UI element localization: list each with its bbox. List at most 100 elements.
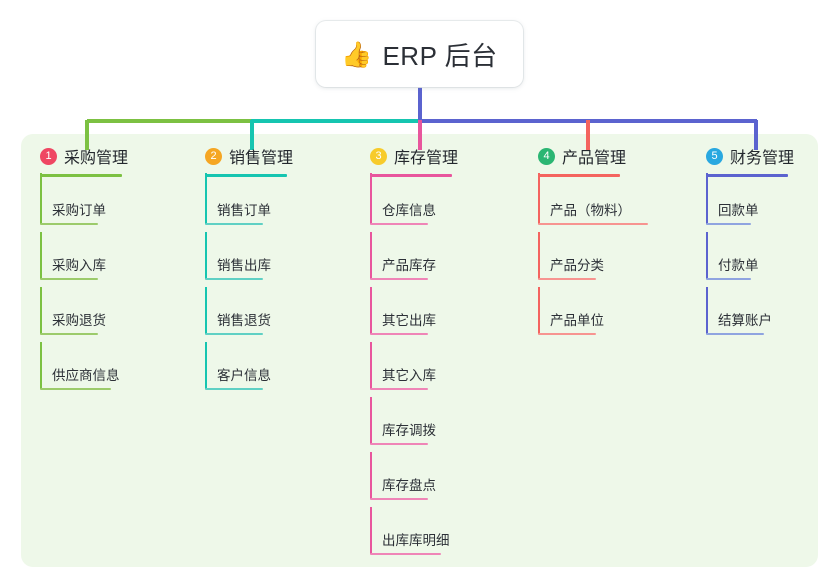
menu-item-label: 仓库信息 <box>382 203 436 218</box>
menu-item-rule <box>538 223 648 225</box>
menu-item-rule <box>706 278 751 280</box>
menu-item-rule <box>40 388 111 390</box>
column-badge-product: 4 <box>538 147 555 165</box>
item-stem <box>205 173 207 224</box>
menu-item-label: 结算账户 <box>718 313 772 328</box>
item-stem <box>706 232 708 279</box>
column-badge-purchase: 1 <box>40 147 57 165</box>
menu-item-rule <box>706 223 751 225</box>
menu-item[interactable]: 其它入库 <box>352 342 502 397</box>
item-stem <box>40 342 42 389</box>
column-product: 4 产品管理产品（物料） 产品分类产品单位 <box>520 144 670 342</box>
column-header-sales[interactable]: 2 销售管理 <box>187 144 337 168</box>
column-rule-finance <box>706 174 788 177</box>
menu-item-rule <box>205 223 263 225</box>
menu-item-rule <box>205 278 263 280</box>
column-header-purchase[interactable]: 1 采购管理 <box>22 144 172 168</box>
menu-item-label: 供应商信息 <box>52 368 120 383</box>
column-items-finance: 回款单付款单结算账户 <box>688 173 838 342</box>
menu-item[interactable]: 产品库存 <box>352 232 502 287</box>
content-panel <box>21 134 818 567</box>
menu-item[interactable]: 回款单 <box>688 173 838 232</box>
menu-item[interactable]: 采购入库 <box>22 232 172 287</box>
column-title-purchase: 采购管理 <box>64 150 129 167</box>
menu-item[interactable]: 付款单 <box>688 232 838 287</box>
menu-item-label: 销售出库 <box>217 258 271 273</box>
menu-item[interactable]: 销售订单 <box>187 173 337 232</box>
menu-item-label: 库存盘点 <box>382 478 436 493</box>
menu-item-label: 产品（物料） <box>550 203 631 218</box>
column-title-product: 产品管理 <box>562 150 627 167</box>
menu-item[interactable]: 其它出库 <box>352 287 502 342</box>
item-stem <box>538 173 540 224</box>
page-title: ERP 后台 <box>382 40 498 71</box>
menu-item[interactable]: 销售出库 <box>187 232 337 287</box>
menu-item[interactable]: 供应商信息 <box>22 342 172 397</box>
column-rule-purchase <box>40 174 122 177</box>
column-items-inventory: 仓库信息产品库存其它出库其它入库库存调拨库存盘点出库库明细 <box>352 173 502 562</box>
menu-item-rule <box>370 443 428 445</box>
item-stem <box>706 173 708 224</box>
column-sales: 2 销售管理销售订单销售出库销售退货客户信息 <box>187 144 337 397</box>
item-stem <box>370 342 372 389</box>
menu-item-rule <box>538 278 596 280</box>
menu-item-label: 采购订单 <box>52 203 106 218</box>
column-title-sales: 销售管理 <box>229 150 294 167</box>
column-header-product[interactable]: 4 产品管理 <box>520 144 670 168</box>
column-header-inventory[interactable]: 3 库存管理 <box>352 144 502 168</box>
column-rule-sales <box>205 174 287 177</box>
item-stem <box>370 452 372 499</box>
item-stem <box>205 232 207 279</box>
menu-item-rule <box>40 278 98 280</box>
item-stem <box>370 287 372 334</box>
column-purchase: 1 采购管理采购订单采购入库采购退货供应商信息 <box>22 144 172 397</box>
menu-item-rule <box>205 333 263 335</box>
menu-item[interactable]: 出库库明细 <box>352 507 502 562</box>
menu-item-label: 库存调拨 <box>382 423 436 438</box>
column-badge-inventory: 3 <box>370 147 387 165</box>
menu-item[interactable]: 销售退货 <box>187 287 337 342</box>
menu-item-label: 客户信息 <box>217 368 271 383</box>
menu-item[interactable]: 采购退货 <box>22 287 172 342</box>
item-stem <box>370 173 372 224</box>
column-rule-inventory <box>370 174 452 177</box>
title-card[interactable]: 👍 ERP 后台 <box>316 21 523 87</box>
item-stem <box>370 507 372 554</box>
item-stem <box>706 287 708 334</box>
menu-item-label: 付款单 <box>718 258 759 273</box>
menu-item[interactable]: 产品单位 <box>520 287 670 342</box>
menu-item[interactable]: 产品分类 <box>520 232 670 287</box>
menu-item-label: 回款单 <box>718 203 759 218</box>
menu-item-label: 销售订单 <box>217 203 271 218</box>
menu-item-rule <box>205 388 263 390</box>
column-rule-product <box>538 174 620 177</box>
column-items-sales: 销售订单销售出库销售退货客户信息 <box>187 173 337 397</box>
column-header-finance[interactable]: 5 财务管理 <box>688 144 838 168</box>
menu-item-rule <box>40 223 98 225</box>
column-items-purchase: 采购订单采购入库采购退货供应商信息 <box>22 173 172 397</box>
item-stem <box>205 342 207 389</box>
menu-item-label: 出库库明细 <box>382 533 450 548</box>
menu-item-label: 其它入库 <box>382 368 436 383</box>
menu-item[interactable]: 结算账户 <box>688 287 838 342</box>
item-stem <box>40 232 42 279</box>
menu-item[interactable]: 采购订单 <box>22 173 172 232</box>
menu-item[interactable]: 库存调拨 <box>352 397 502 452</box>
thumbs-up-icon: 👍 <box>341 39 373 69</box>
item-stem <box>538 287 540 334</box>
menu-item[interactable]: 仓库信息 <box>352 173 502 232</box>
menu-item[interactable]: 库存盘点 <box>352 452 502 507</box>
item-stem <box>205 287 207 334</box>
column-items-product: 产品（物料） 产品分类产品单位 <box>520 173 670 342</box>
item-stem <box>370 397 372 444</box>
menu-item[interactable]: 客户信息 <box>187 342 337 397</box>
column-badge-sales: 2 <box>205 147 222 165</box>
menu-item-label: 产品单位 <box>550 313 604 328</box>
column-title-inventory: 库存管理 <box>394 150 459 167</box>
menu-item-label: 采购入库 <box>52 258 106 273</box>
column-badge-finance: 5 <box>706 147 723 165</box>
menu-item-rule <box>370 553 441 555</box>
menu-item[interactable]: 产品（物料） <box>520 173 670 232</box>
column-title-finance: 财务管理 <box>730 150 795 167</box>
